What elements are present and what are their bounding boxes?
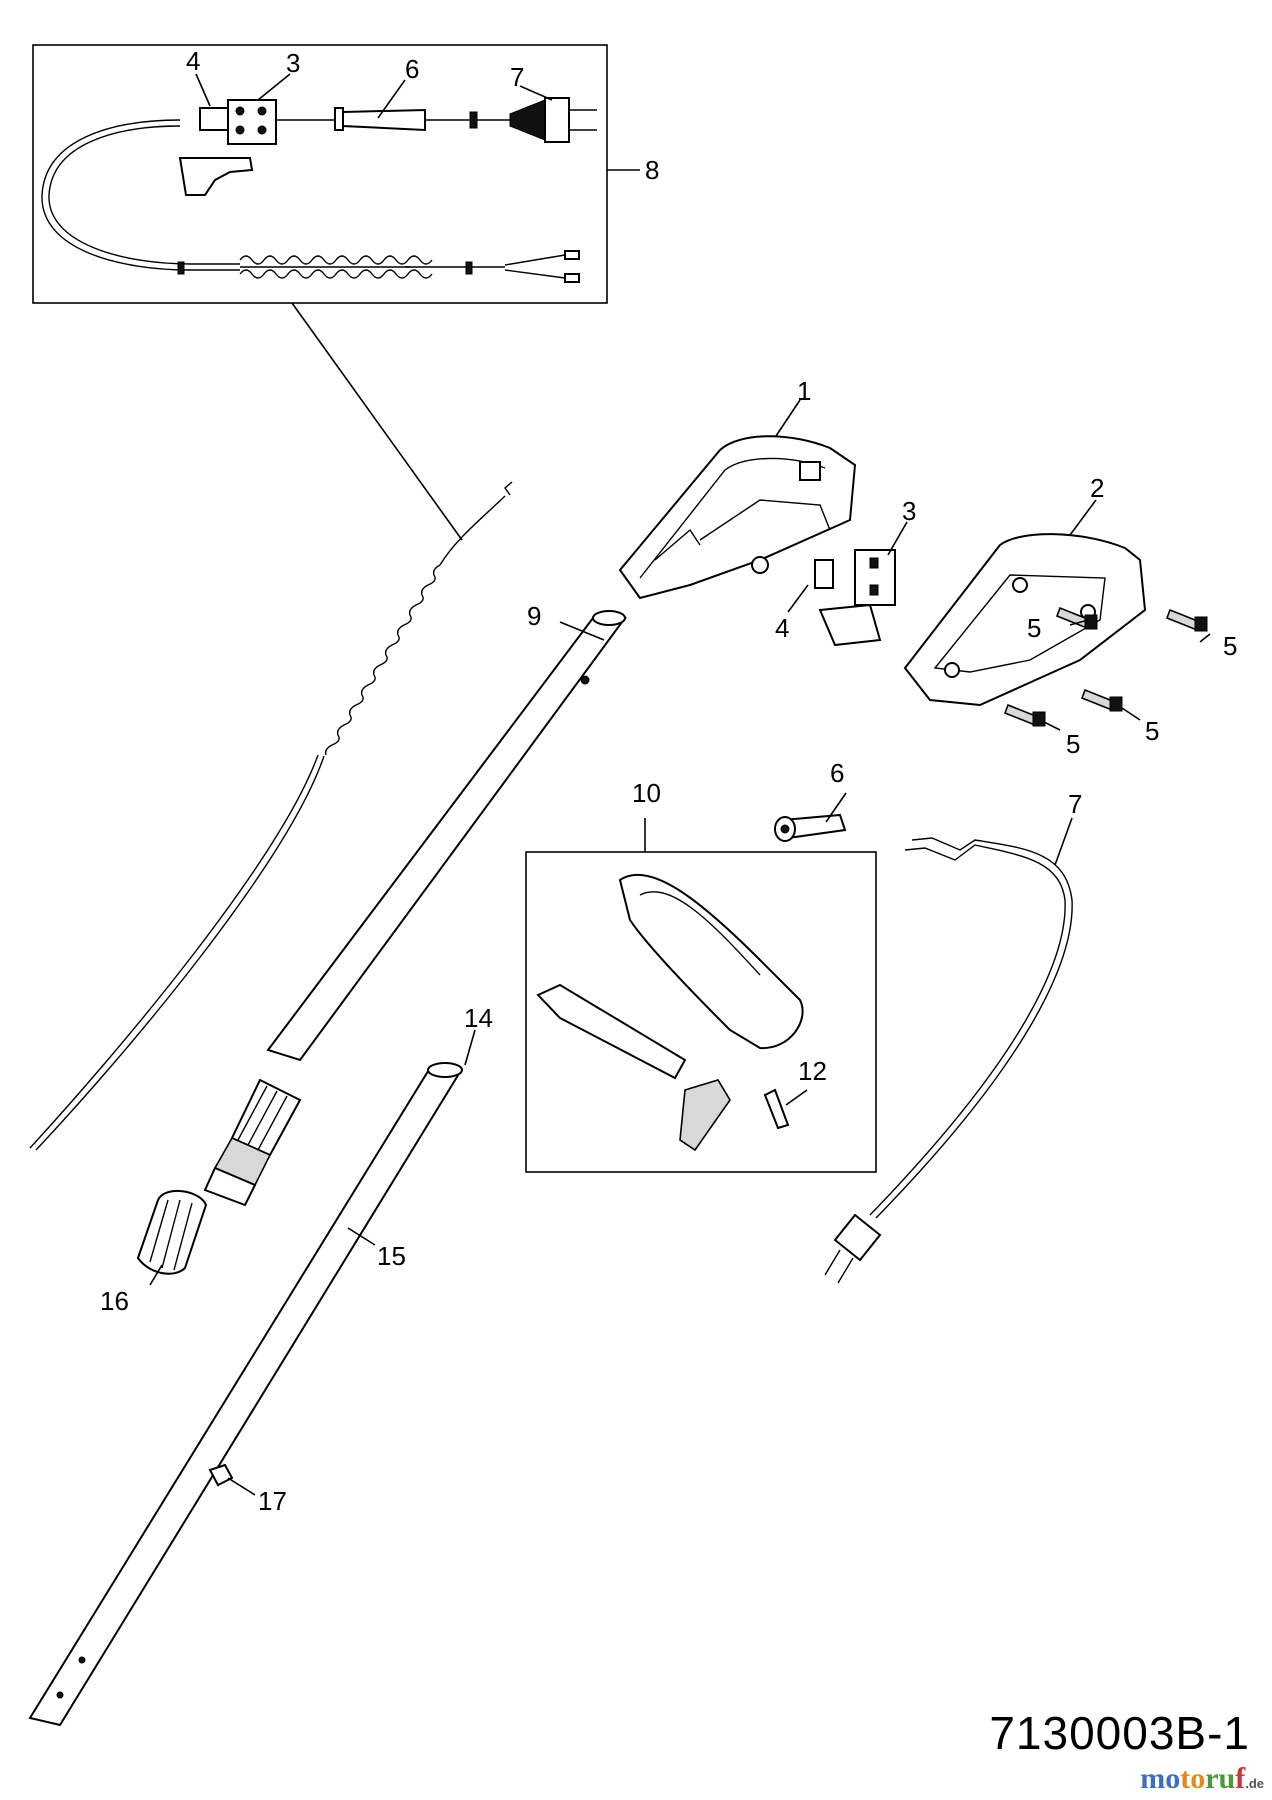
label-part-5-a: 5 [1027, 613, 1041, 643]
part-10-handle-assembly [525, 818, 877, 1173]
drawing-code: 7130003B-1 [989, 1707, 1250, 1759]
part-15-lower-tube [28, 1062, 463, 1727]
inset-label-6: 6 [405, 54, 419, 84]
part-7-power-cord [824, 837, 1073, 1284]
label-part-14: 14 [464, 1003, 493, 1033]
internal-coiled-wire [29, 481, 513, 1151]
label-part-2: 2 [1090, 473, 1104, 503]
part-1-handle-half [618, 435, 857, 600]
part-5-screws [1003, 606, 1208, 727]
label-part-12: 12 [798, 1056, 827, 1086]
inset-label-4: 4 [186, 46, 200, 76]
label-part-15: 15 [377, 1241, 406, 1271]
label-part-9: 9 [527, 601, 541, 631]
part-16-knob [136, 1189, 208, 1275]
label-part-3: 3 [902, 496, 916, 526]
part-2-handle-half [903, 533, 1147, 707]
part-6-cable-sleeve [774, 813, 847, 842]
label-part-6: 6 [830, 758, 844, 788]
inset-label-3: 3 [286, 48, 300, 78]
inset-leader-line [291, 302, 463, 541]
part-number-labels: 1 2 3 4 5 5 5 5 6 7 9 10 12 14 15 16 17 [100, 376, 1237, 1516]
logo-part-4: f [1235, 1762, 1246, 1795]
label-part-16: 16 [100, 1286, 129, 1316]
part-17-clip [208, 1463, 234, 1487]
label-part-5-b: 5 [1223, 631, 1237, 661]
part-4-switch-bushing [814, 559, 834, 589]
inset-label-7: 7 [510, 62, 524, 92]
label-part-5-d: 5 [1066, 729, 1080, 759]
logo-part-1: mo [1140, 1762, 1181, 1795]
tube-connector [203, 1078, 302, 1207]
brand-logo[interactable]: motoruf.de [1140, 1762, 1264, 1796]
leader-lines [149, 399, 1211, 1496]
part-3-switch [818, 549, 896, 647]
coil-spring [239, 255, 433, 279]
logo-part-2: to [1180, 1762, 1206, 1795]
logo-part-3: ru [1205, 1762, 1236, 1795]
inset-label-8: 8 [645, 155, 659, 185]
label-part-17: 17 [258, 1486, 287, 1516]
inset-cable-assembly: 4 3 6 7 8 [32, 44, 659, 304]
label-part-1: 1 [797, 376, 811, 406]
label-part-7: 7 [1068, 789, 1082, 819]
label-part-10: 10 [632, 778, 661, 808]
logo-suffix: .de [1245, 1776, 1264, 1791]
label-part-5-c: 5 [1145, 716, 1159, 746]
part-9-upper-tube [266, 610, 627, 1062]
label-part-4: 4 [775, 613, 789, 643]
